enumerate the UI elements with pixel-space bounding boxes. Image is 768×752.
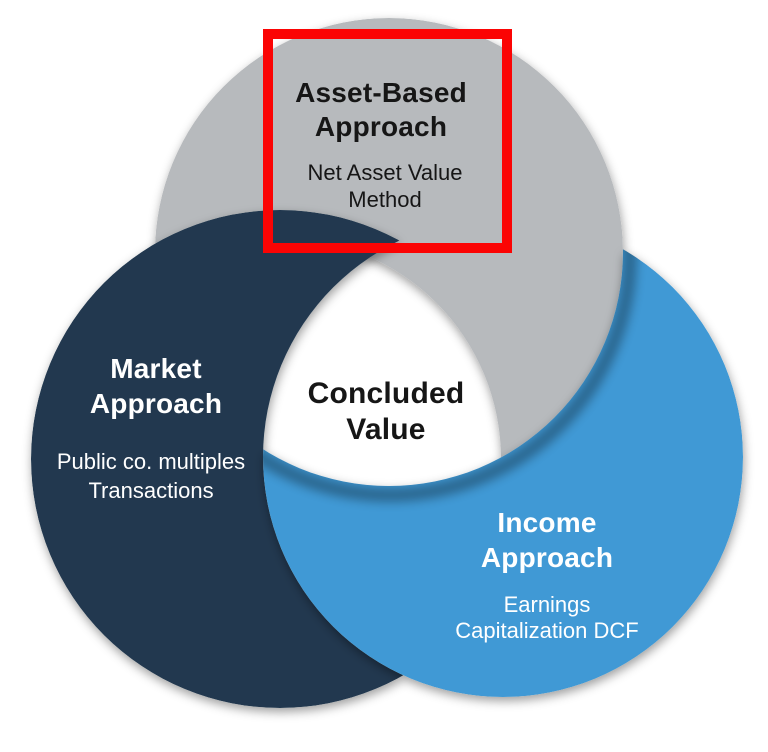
highlight-box: [263, 29, 512, 253]
gray-edge-shadow: [143, 8, 637, 502]
income-circle: [263, 217, 743, 697]
